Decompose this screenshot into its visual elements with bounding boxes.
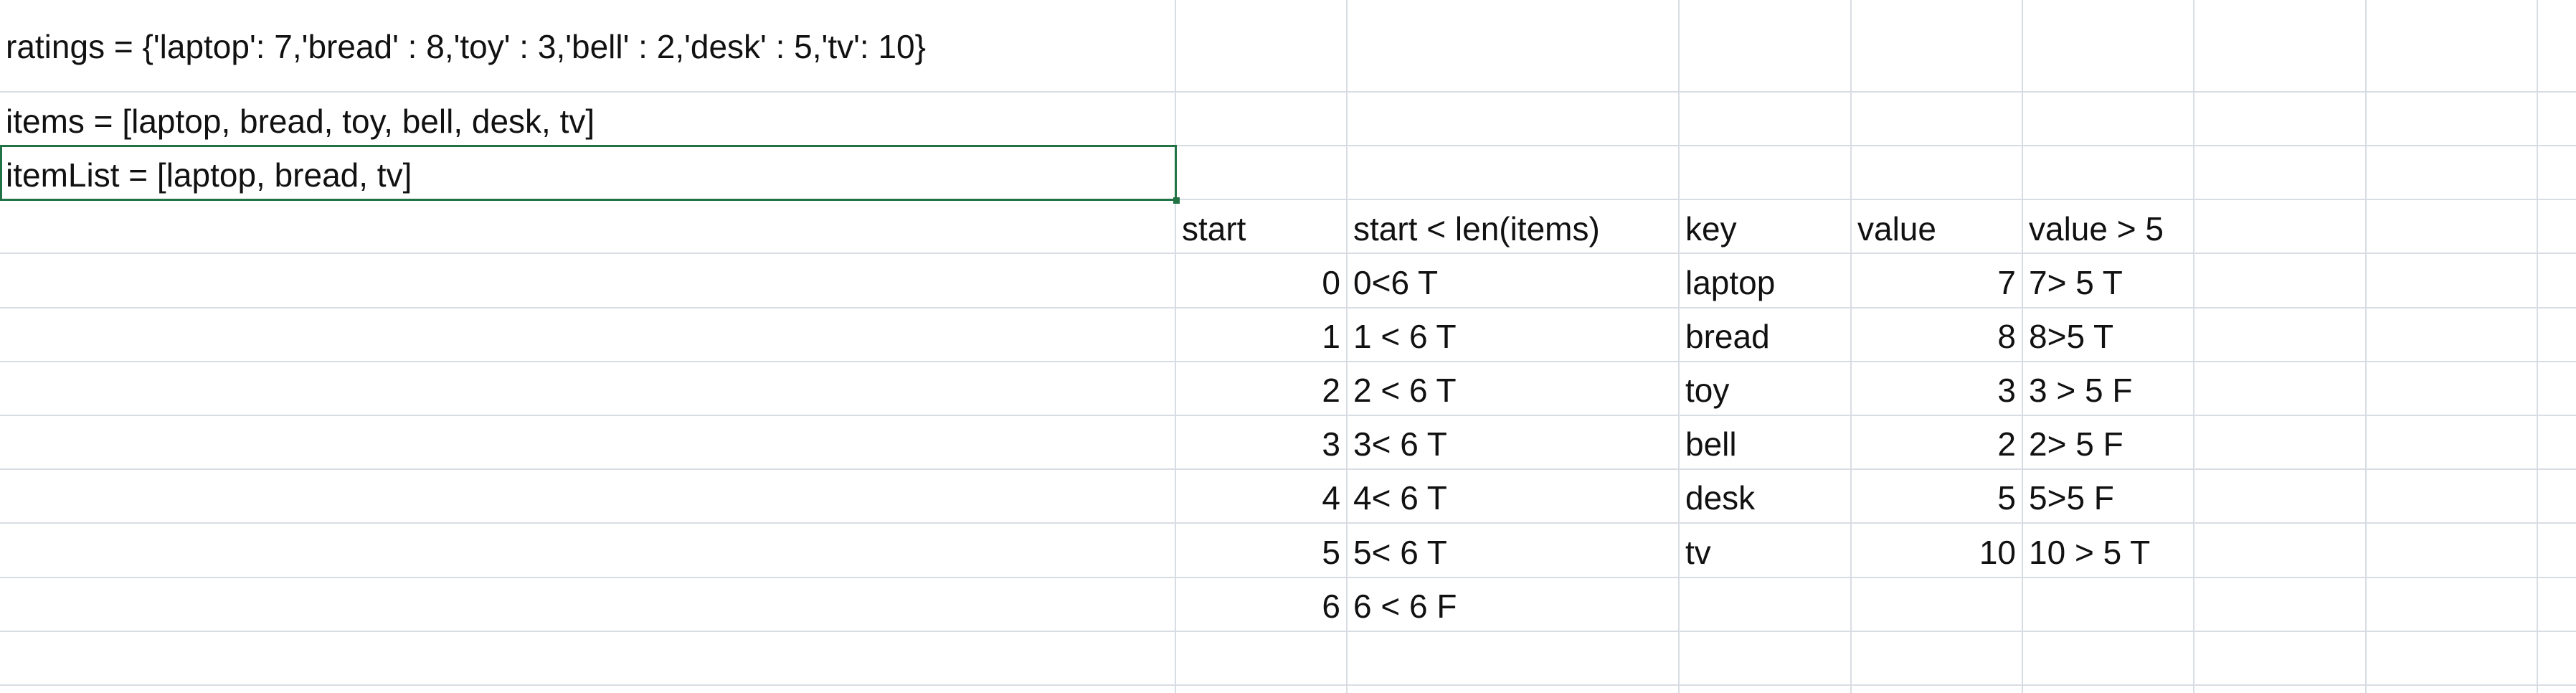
- cell-key[interactable]: toy: [1685, 372, 1730, 409]
- cell-value[interactable]: 2: [1997, 425, 2016, 463]
- column-divider: [1678, 0, 1680, 693]
- cell-value[interactable]: 8: [1997, 318, 2016, 355]
- cell-condition[interactable]: 4< 6 T: [1353, 479, 1447, 517]
- row-divider: [0, 199, 2576, 200]
- cell-value[interactable]: 7: [1997, 264, 2016, 301]
- fill-handle[interactable]: [1173, 197, 1180, 204]
- cell-condition[interactable]: 3< 6 T: [1353, 425, 1447, 463]
- column-divider: [2022, 0, 2023, 693]
- cell-value-check[interactable]: 3 > 5 F: [2029, 372, 2133, 409]
- cell-condition[interactable]: 6 < 6 F: [1353, 588, 1457, 625]
- column-divider: [2193, 0, 2194, 693]
- cell-value-check[interactable]: 7> 5 T: [2029, 264, 2123, 301]
- cell-value[interactable]: 10: [1979, 534, 2016, 571]
- header-value[interactable]: value: [1857, 210, 1936, 248]
- header-value-check[interactable]: value > 5: [2029, 210, 2164, 248]
- row-divider: [0, 631, 2576, 632]
- cell-itemlist-definition[interactable]: itemList = [laptop, bread, tv]: [6, 156, 412, 194]
- column-divider: [2365, 0, 2367, 693]
- cell-key[interactable]: tv: [1685, 534, 1711, 571]
- row-divider: [0, 253, 2576, 254]
- cell-value-check[interactable]: 5>5 F: [2029, 479, 2114, 517]
- cell-condition[interactable]: 2 < 6 T: [1353, 372, 1457, 409]
- column-divider: [1346, 0, 1348, 693]
- row-divider: [0, 415, 2576, 416]
- cell-value-check[interactable]: 2> 5 F: [2029, 425, 2123, 463]
- cell-items-definition[interactable]: items = [laptop, bread, toy, bell, desk,…: [6, 103, 595, 140]
- cell-value[interactable]: 3: [1997, 372, 2016, 409]
- column-divider: [1175, 0, 1176, 693]
- header-condition[interactable]: start < len(items): [1353, 210, 1600, 248]
- cell-start[interactable]: 6: [1322, 588, 1340, 625]
- cell-start[interactable]: 1: [1322, 318, 1340, 355]
- row-divider: [0, 522, 2576, 524]
- cell-ratings-definition[interactable]: ratings = {'laptop': 7,'bread' : 8,'toy'…: [6, 28, 926, 65]
- cell-start[interactable]: 3: [1322, 425, 1340, 463]
- row-divider: [0, 145, 2576, 146]
- cell-condition[interactable]: 1 < 6 T: [1353, 318, 1457, 355]
- cell-condition[interactable]: 0<6 T: [1353, 264, 1439, 301]
- cell-value-check[interactable]: 8>5 T: [2029, 318, 2114, 355]
- row-divider: [0, 307, 2576, 308]
- cell-value[interactable]: 5: [1997, 479, 2016, 517]
- cell-key[interactable]: bread: [1685, 318, 1770, 355]
- row-divider: [0, 684, 2576, 686]
- header-start[interactable]: start: [1182, 210, 1246, 248]
- cell-key[interactable]: desk: [1685, 479, 1756, 517]
- header-key[interactable]: key: [1685, 210, 1737, 248]
- cell-start[interactable]: 4: [1322, 479, 1340, 517]
- row-divider: [0, 91, 2576, 93]
- cell-key[interactable]: bell: [1685, 425, 1737, 463]
- row-divider: [0, 468, 2576, 470]
- column-divider: [1850, 0, 1852, 693]
- column-divider: [2537, 0, 2538, 693]
- cell-key[interactable]: laptop: [1685, 264, 1776, 301]
- selected-cell-outline: [0, 145, 1177, 201]
- cell-start[interactable]: 2: [1322, 372, 1340, 409]
- cell-condition[interactable]: 5< 6 T: [1353, 534, 1447, 571]
- cell-value-check[interactable]: 10 > 5 T: [2029, 534, 2151, 571]
- row-divider: [0, 577, 2576, 578]
- cell-start[interactable]: 5: [1322, 534, 1340, 571]
- row-divider: [0, 361, 2576, 362]
- cell-start[interactable]: 0: [1322, 264, 1340, 301]
